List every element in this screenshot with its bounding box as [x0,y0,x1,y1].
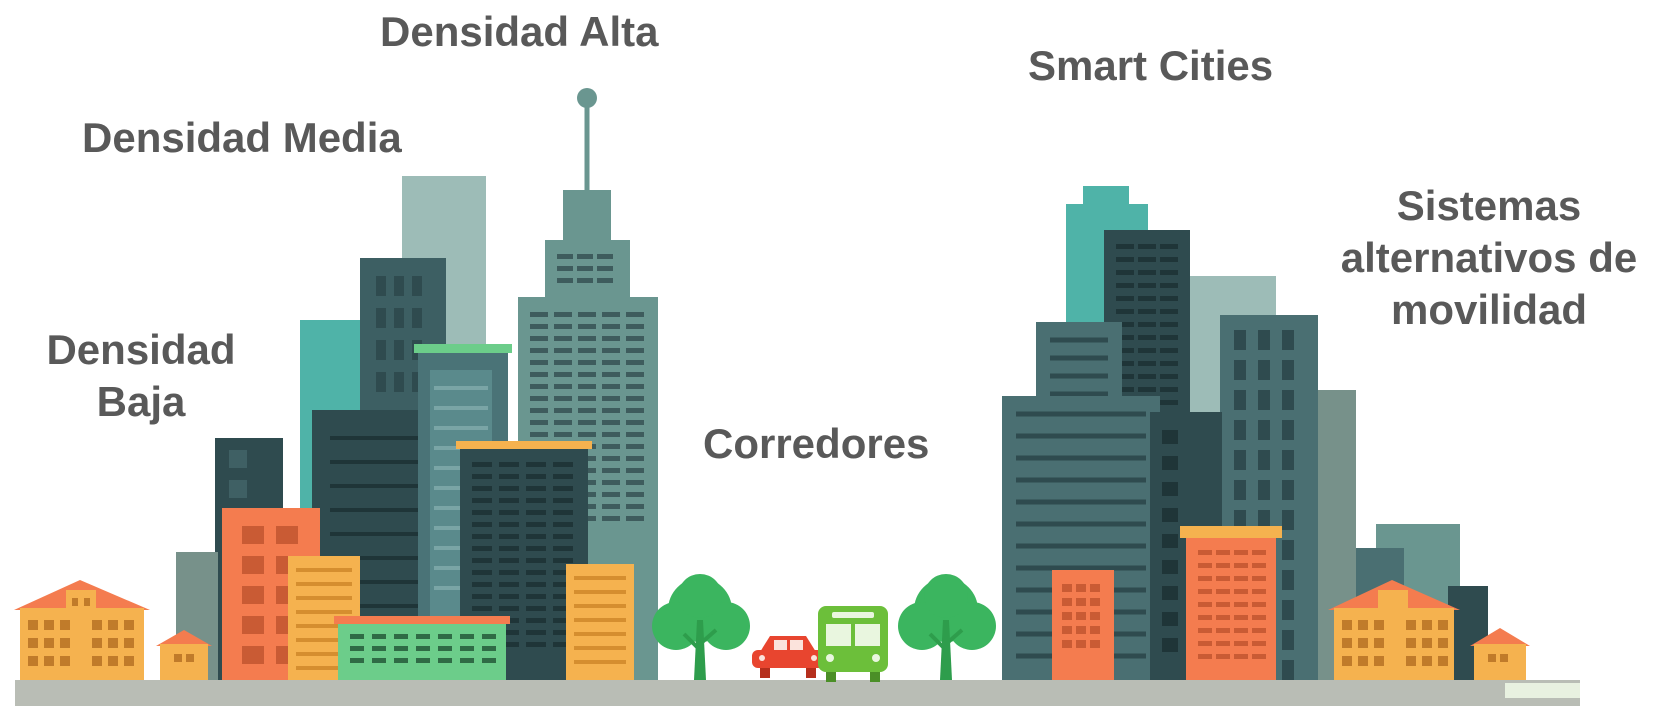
tree-icon [898,574,996,680]
house-icon [1328,580,1460,680]
house-icon [1470,628,1530,680]
building-mint-right-top [1083,186,1129,206]
label-low-density: Densidad Baja [34,324,248,428]
label-mobility: Sistemas alternativos de movilidad [1318,180,1660,336]
windows-skyscraper [557,254,613,283]
label-mobility-line2: alternativos de [1340,234,1638,281]
antenna-icon [577,88,597,195]
skyscraper-top [563,190,611,242]
label-mobility-line3: movilidad [1390,286,1588,333]
label-low-density-line2: Baja [96,378,186,425]
ground-strip [15,680,1580,706]
tree-icon [652,574,750,680]
label-corridors: Corredores [703,420,930,467]
label-smart-cities: Smart Cities [1028,42,1274,89]
label-high-density: Densidad Alta [380,8,659,55]
label-low-density-line1: Densidad [46,326,236,373]
bus-icon [818,606,888,682]
car-icon [752,636,824,678]
label-medium-density: Densidad Media [82,114,402,161]
house-icon [14,580,150,680]
house-icon [156,630,212,680]
label-mobility-line1: Sistemas [1396,182,1582,229]
ground-strip-light [1505,683,1580,698]
